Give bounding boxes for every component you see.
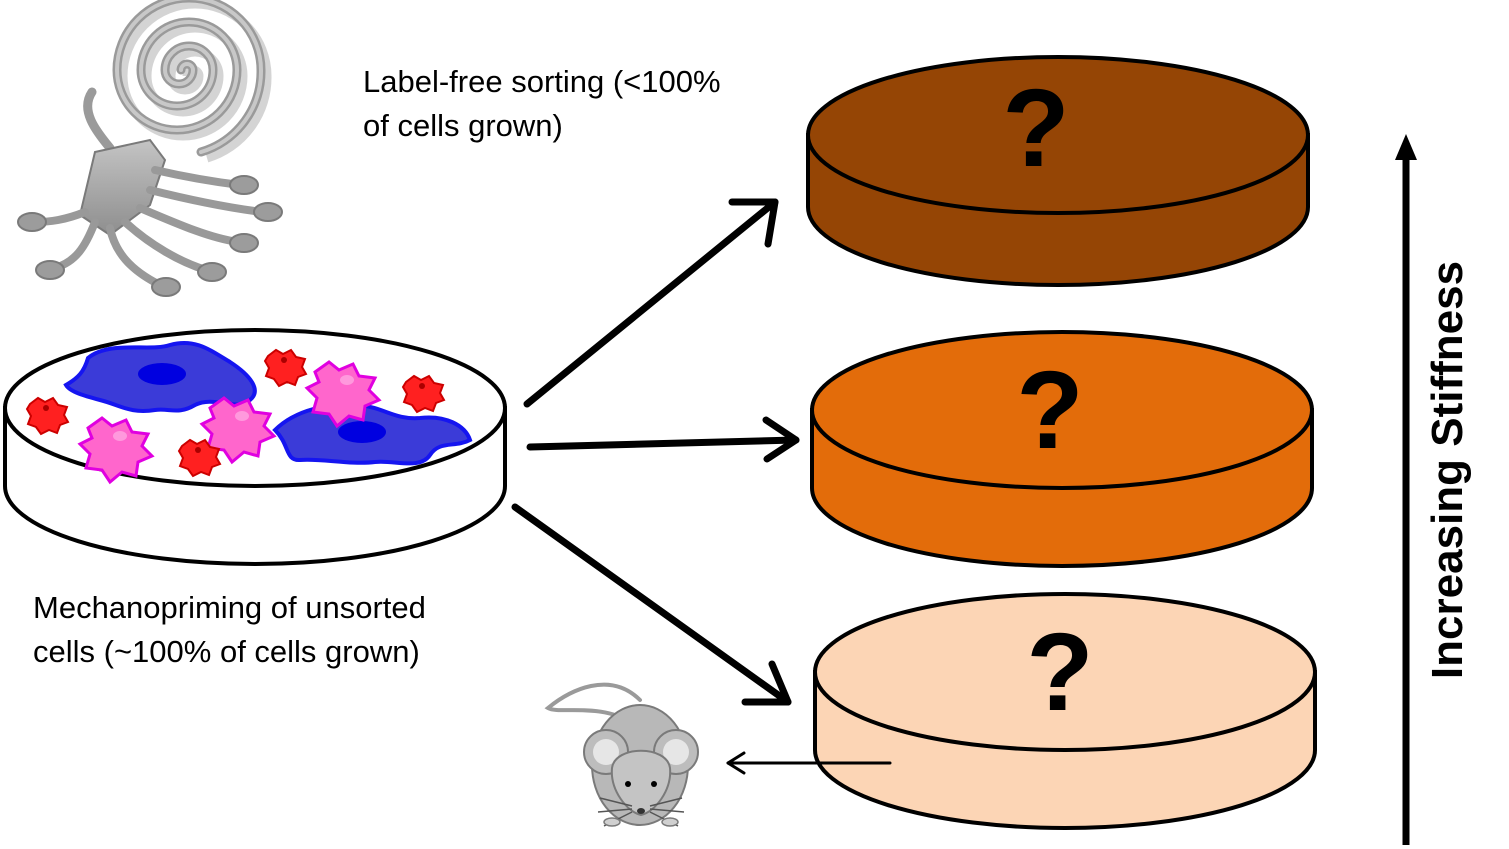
- unknown-outcome-mark: ?: [1002, 67, 1069, 190]
- arrow-to-mouse: [726, 751, 892, 775]
- stem-cell: [63, 340, 257, 413]
- unknown-outcome-mark: ?: [1016, 349, 1083, 472]
- sorting-label-line1: Label-free sorting (<100%: [363, 64, 721, 99]
- pink-cell: [77, 416, 155, 485]
- pink-cell: [199, 396, 277, 465]
- mechanopriming-label-line2: cells (~100% of cells grown): [33, 634, 420, 669]
- mechanopriming-label-line1: Mechanopriming of unsorted: [33, 590, 426, 625]
- red-cell: [177, 438, 222, 478]
- mouse-icon: [544, 682, 699, 827]
- red-cell: [401, 374, 446, 414]
- sorting-label-line2: of cells grown): [363, 108, 563, 143]
- sorting-label: Label-free sorting (<100% of cells grown…: [363, 64, 721, 143]
- pink-cell: [304, 360, 382, 429]
- spiral-microfluidic-chip-icon: [17, 0, 283, 297]
- mechanopriming-label: Mechanopriming of unsorted cells (~100% …: [33, 590, 426, 669]
- stiffness-axis: Increasing Stiffness: [1395, 134, 1472, 845]
- soft-substrate-dish: ?: [813, 592, 1317, 830]
- axis-label: Increasing Stiffness: [1423, 261, 1472, 679]
- arrow-to-soft-substrate: [511, 503, 792, 706]
- red-cell: [263, 348, 308, 388]
- stiff-substrate-dish: ?: [806, 55, 1310, 287]
- unknown-outcome-mark: ?: [1026, 611, 1093, 734]
- arrow-to-medium-substrate: [526, 416, 800, 463]
- arrow-to-stiff-substrate: [523, 198, 779, 408]
- medium-substrate-dish: ?: [810, 330, 1314, 568]
- unsorted-cell-dish: [3, 328, 507, 566]
- red-cell: [25, 396, 70, 436]
